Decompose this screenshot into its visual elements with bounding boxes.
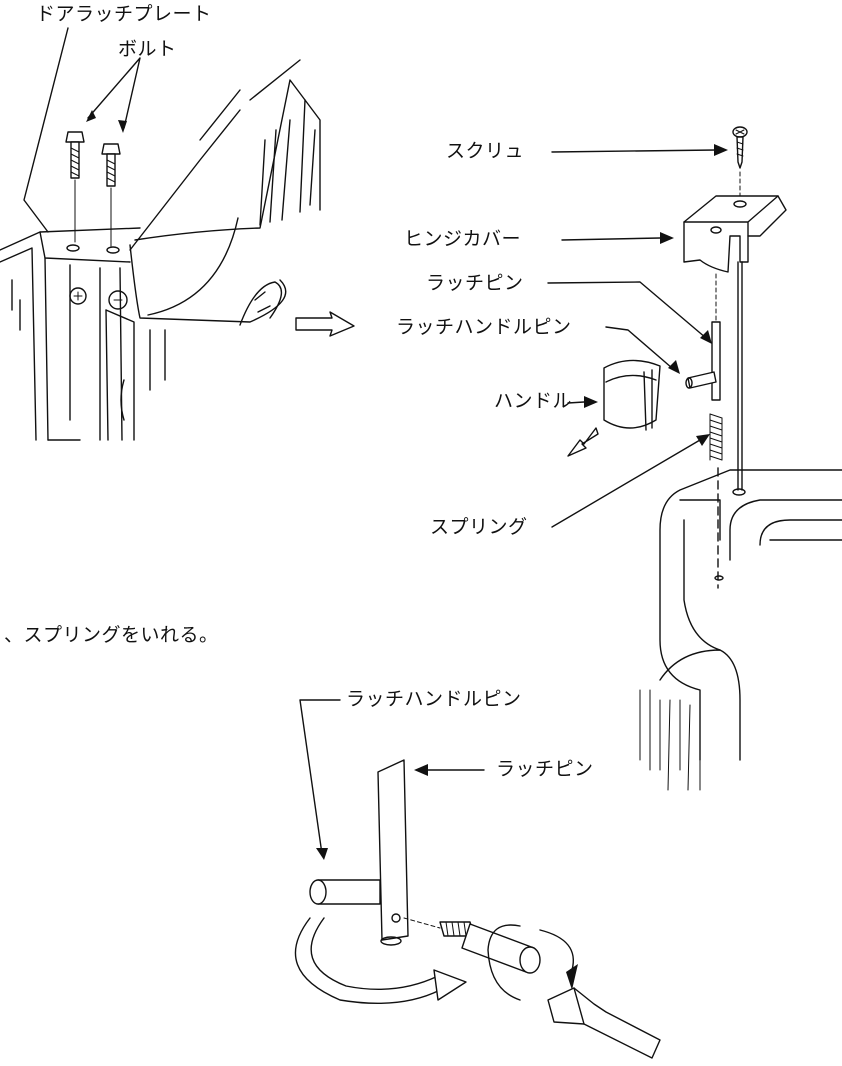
door-assembly-left: [0, 27, 355, 441]
label-door-latch-plate: ドアラッチプレート: [36, 3, 212, 25]
latch-pin: [685, 273, 721, 401]
direction-arrow-down-left: [567, 427, 599, 457]
hinge-cover: [683, 195, 787, 273]
spring: [709, 413, 723, 461]
bolt-right: [101, 143, 121, 247]
hinge-assembly-right: [547, 126, 842, 791]
label-screw: スクリュ: [446, 140, 525, 162]
label-latch-handle-pin-detail: ラッチハンドルピン: [346, 688, 522, 710]
label-handle: ハンドル: [494, 390, 573, 412]
pin-detail: [294, 699, 661, 1059]
bolt-left: [65, 131, 85, 243]
direction-arrow-right: [295, 311, 355, 337]
label-latch-pin-detail: ラッチピン: [496, 758, 594, 780]
handle: [603, 359, 661, 431]
leader-bolt: [87, 57, 141, 129]
label-latch-pin: ラッチピン: [426, 272, 524, 294]
label-hinge-cover: ヒンジカバー: [404, 228, 522, 250]
label-latch-handle-pin: ラッチハンドルピン: [396, 316, 572, 338]
leader-door-latch-plate: [23, 27, 69, 233]
instruction-text: 、スプリングをいれる。: [4, 624, 219, 646]
label-bolt: ボルト: [118, 38, 177, 60]
screw: [732, 126, 748, 197]
label-spring: スプリング: [430, 516, 528, 538]
